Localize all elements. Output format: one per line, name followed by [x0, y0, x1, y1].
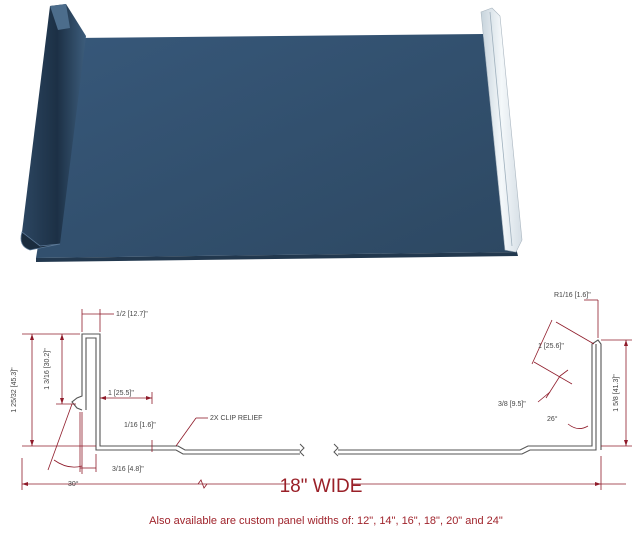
panel-front-edge — [36, 252, 518, 262]
label-angle-right: 26° — [547, 415, 558, 423]
label-inset: 1 [25.5]" — [108, 390, 134, 397]
break-symbol-left — [299, 443, 305, 457]
width-title: 18" WIDE — [280, 476, 363, 497]
profile-outline-right-inner — [338, 344, 597, 455]
label-offset: 1/16 [1.6]" — [124, 422, 156, 429]
panel-left-rib — [22, 4, 86, 246]
footnote: Also available are custom panel widths o… — [149, 515, 503, 527]
break-symbol-right — [333, 443, 339, 457]
panel-left-hem — [20, 231, 61, 251]
label-radius: R1/16 [1.6]" — [554, 292, 591, 299]
dimension-labels: 1/2 [12.7]" 1 25/32 [45.3]" 1 3/16 [30.2… — [11, 292, 620, 488]
label-angle-left: 30° — [68, 480, 79, 488]
label-total-height-left: 1 25/32 [45.3]" — [11, 367, 18, 413]
label-small-width: 3/8 [9.5]" — [498, 401, 526, 408]
label-bottom-width: 3/16 [4.8]" — [112, 466, 144, 473]
panel-right-rib — [480, 7, 523, 253]
label-right-inset: 1 [25.6]" — [538, 343, 564, 350]
profile-drawing — [21, 299, 632, 490]
label-hem-height: 1 3/16 [30.2]" — [44, 348, 51, 390]
panel-pan — [36, 34, 517, 258]
profile-outline-inner — [85, 337, 300, 455]
label-right-height: 1 5/8 [41.3]" — [613, 374, 620, 412]
panel-right-rib-fold — [489, 11, 513, 247]
panel-left-rib-top — [50, 4, 70, 30]
profile-outline-right — [338, 339, 602, 451]
label-half-width: 1/2 [12.7]" — [116, 311, 148, 318]
label-clip-relief: 2X CLIP RELIEF — [210, 415, 262, 422]
standing-seam-panel-icon — [20, 4, 523, 262]
